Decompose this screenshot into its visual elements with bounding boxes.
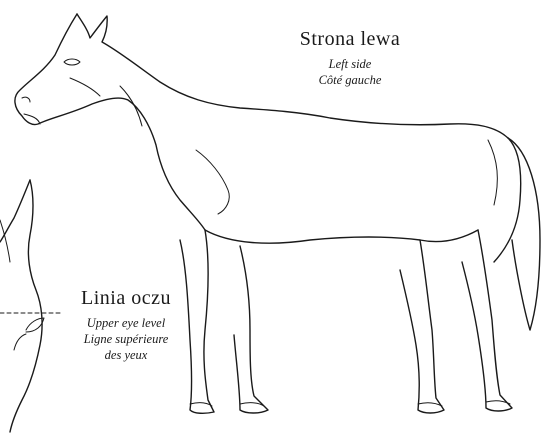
front-view-eye [26, 318, 44, 332]
left-side-title: Strona lewa [270, 28, 430, 51]
horse-cheek-line [70, 78, 100, 96]
left-side-label: Strona lewa Left side Côté gauche [270, 28, 430, 88]
front-head-outline [0, 180, 30, 242]
horse-mouth [24, 114, 40, 124]
horse-eye [64, 59, 80, 65]
horse-hind-leg-near [400, 240, 444, 413]
front-view-nostril-line [14, 334, 26, 350]
horse-belly [205, 230, 478, 243]
left-side-english: Left side [270, 56, 430, 72]
horse-nostril [22, 97, 30, 102]
eye-line-label: Linia oczu Upper eye level Ligne supérie… [56, 287, 196, 363]
horse-front-leg-far [234, 246, 268, 413]
horse-neck-line [120, 86, 142, 126]
horse-hindquarter [494, 138, 521, 262]
horse-hoof-line-3 [418, 403, 442, 406]
eye-line-title: Linia oczu [56, 287, 196, 310]
eye-line-french-1: Ligne supérieure [56, 331, 196, 347]
eye-line-french-2: des yeux [56, 347, 196, 363]
left-side-french: Côté gauche [270, 72, 430, 88]
horse-flank-line [488, 140, 497, 205]
horse-hoof-line-1 [190, 403, 212, 406]
eye-line-english: Upper eye level [56, 315, 196, 331]
horse-shoulder-line [196, 150, 229, 214]
horse-hind-leg-far [462, 230, 512, 411]
